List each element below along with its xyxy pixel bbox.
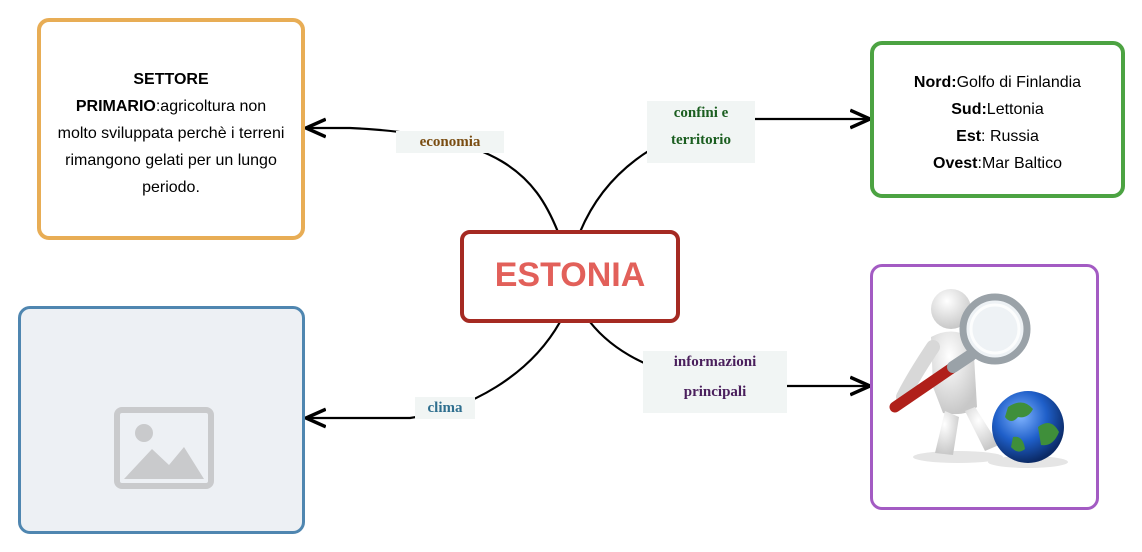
center-title: ESTONIA <box>494 256 646 294</box>
confini-sud: Sud:Lettonia <box>951 101 1044 118</box>
label-economia[interactable]: economia <box>396 131 504 153</box>
label-informazioni-line1: informazioni <box>673 354 757 370</box>
economia-line5: periodo. <box>142 179 200 196</box>
image-placeholder-icon <box>114 407 214 489</box>
label-confini-line2: territorio <box>671 132 731 148</box>
info-box <box>870 264 1099 510</box>
economia-line1: SETTORE <box>133 71 209 88</box>
economia-line3: molto sviluppata perchè i terreni <box>57 125 285 142</box>
center-node[interactable]: ESTONIA <box>460 230 680 323</box>
economia-line2: PRIMARIO:agricoltura non <box>75 98 267 115</box>
label-confini-line1: confini e <box>673 105 729 121</box>
label-informazioni[interactable]: informazioni principali <box>643 351 787 413</box>
confini-est: Est: Russia <box>956 128 1039 145</box>
economia-box: SETTORE PRIMARIO:agricoltura non molto s… <box>37 18 305 240</box>
label-informazioni-line2: principali <box>683 384 747 400</box>
connector-economia <box>306 128 560 233</box>
confini-text: Nord:Golfo di Finlandia Sud:Lettonia Est… <box>874 69 1121 177</box>
confini-nord: Nord:Golfo di Finlandia <box>913 74 1082 91</box>
clima-box <box>18 306 305 534</box>
economia-text: SETTORE PRIMARIO:agricoltura non molto s… <box>41 66 301 201</box>
magnifier-figure-globe-icon <box>889 289 1068 468</box>
label-clima[interactable]: clima <box>415 397 475 419</box>
confini-ovest: Ovest:Mar Baltico <box>933 155 1062 172</box>
economia-line4: rimangono gelati per un lungo <box>65 152 277 169</box>
confini-box: Nord:Golfo di Finlandia Sud:Lettonia Est… <box>870 41 1125 198</box>
label-confini[interactable]: confini e territorio <box>647 101 755 163</box>
